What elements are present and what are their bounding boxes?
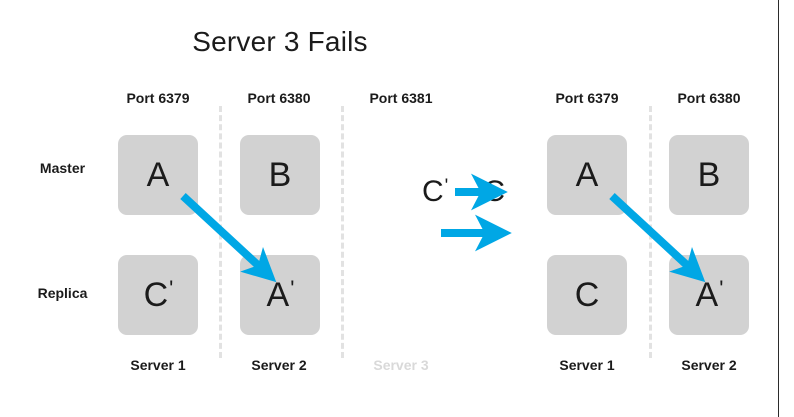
port-label-left-6381: Port 6381 (369, 90, 433, 106)
server-label-right-1: Server 1 (559, 357, 615, 373)
legend-from-letter: C' (422, 175, 449, 208)
node-letter: C (574, 276, 600, 314)
node-letter: A (146, 156, 170, 194)
port-label-left-6380: Port 6380 (247, 90, 311, 106)
row-label-master: Master (39, 160, 86, 176)
node-left-master-server2[interactable]: B (240, 135, 320, 215)
node-right-master-server2[interactable]: B (669, 135, 749, 215)
node-letter: C' (143, 276, 174, 314)
legend-mapping-row: C' C (422, 177, 505, 207)
row-label-replica: Replica (37, 285, 88, 301)
node-letter: A (575, 156, 599, 194)
divider-right-1 (649, 106, 652, 358)
divider-left-2 (341, 106, 344, 358)
node-letter: B (697, 156, 721, 194)
legend-to-letter: C (483, 175, 505, 208)
node-right-replica-server2[interactable]: A' (669, 255, 749, 335)
server-label-left-1: Server 1 (130, 357, 186, 373)
node-right-master-server1[interactable]: A (547, 135, 627, 215)
node-left-replica-server2[interactable]: A' (240, 255, 320, 335)
node-right-replica-server1[interactable]: C (547, 255, 627, 335)
server-label-right-2: Server 2 (681, 357, 737, 373)
node-letter: B (268, 156, 292, 194)
server-label-left-2: Server 2 (251, 357, 307, 373)
port-label-right-6379: Port 6379 (555, 90, 619, 106)
page-title: Server 3 Fails (192, 26, 368, 57)
server-label-left-3: Server 3 (373, 357, 429, 373)
node-letter: A' (266, 276, 295, 314)
node-left-master-server1[interactable]: A (118, 135, 198, 215)
port-label-left-6379: Port 6379 (126, 90, 190, 106)
node-letter: A' (695, 276, 724, 314)
port-label-right-6380: Port 6380 (677, 90, 741, 106)
right-edge-rule (778, 0, 779, 417)
node-left-replica-server1[interactable]: C' (118, 255, 198, 335)
divider-left-1 (219, 106, 222, 358)
